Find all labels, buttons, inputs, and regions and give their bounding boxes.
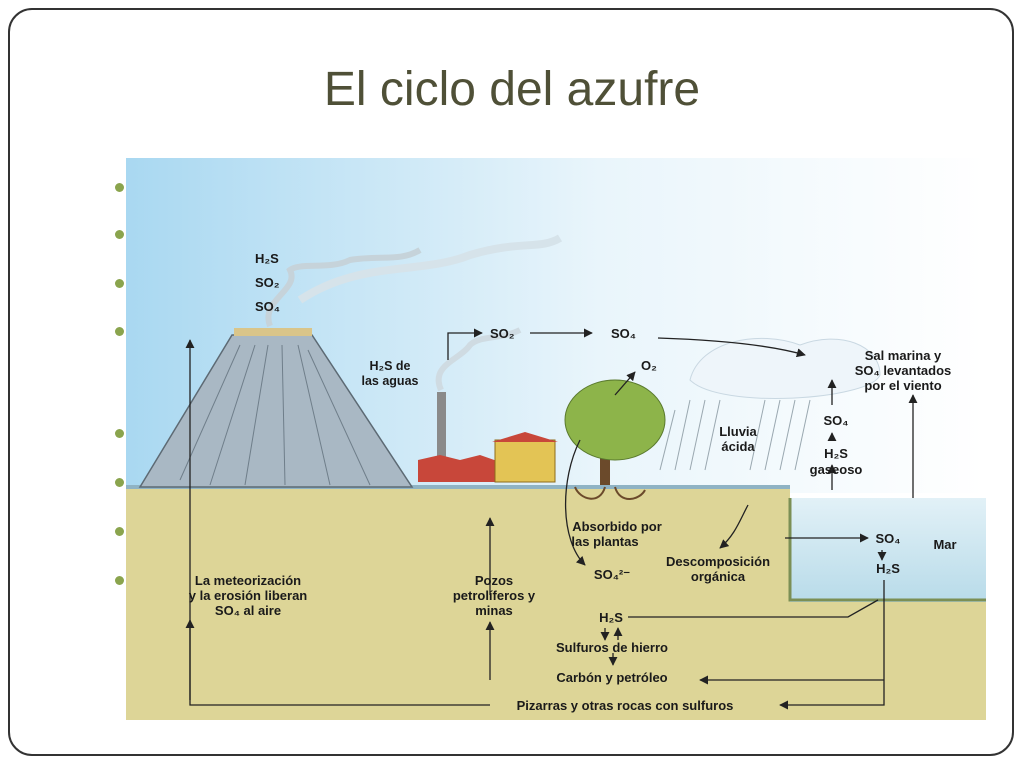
wells-label-line3: minas <box>475 603 513 618</box>
ground <box>126 487 986 720</box>
underground-h2s-label: H₂S <box>599 610 623 625</box>
air-o2-label: O₂ <box>641 358 657 373</box>
tree-roots <box>574 486 646 500</box>
plants-sulfate-ion-label: SO₄²⁻ <box>594 567 630 582</box>
sea-so4-label: SO₄ <box>876 531 901 546</box>
acid-rain-label-line2: ácida <box>721 439 755 454</box>
weathering-label-line3: SO₄ al aire <box>215 603 281 618</box>
plants-label-line1: Absorbido por <box>572 519 662 534</box>
air-so2-label: SO₂ <box>490 326 515 341</box>
bullet-dot <box>115 429 124 438</box>
bullet-dot <box>115 230 124 239</box>
factory-building <box>494 439 556 483</box>
decomposition-label-line2: orgánica <box>691 569 746 584</box>
bullet-dot <box>115 183 124 192</box>
bullet-dot <box>115 478 124 487</box>
tree-trunk <box>600 440 610 485</box>
weathering-label-line2: y la erosión liberan <box>189 588 308 603</box>
volcano-so2-label: SO₂ <box>255 275 280 290</box>
sea-gas-h2s-label: H₂S <box>824 446 848 461</box>
volcano-ridges <box>179 344 371 486</box>
coal-oil-label: Carbón y petróleo <box>556 670 667 685</box>
sea-h2s-label: H₂S <box>876 561 900 576</box>
cycle-arrows <box>185 328 918 710</box>
factory-roof <box>492 432 558 442</box>
volcano-smoke <box>265 247 422 328</box>
factory-smoke <box>435 327 522 392</box>
iron-sulfides-label: Sulfuros de hierro <box>556 640 668 655</box>
bullet-dot <box>115 576 124 585</box>
slide-title: El ciclo del azufre <box>323 63 701 116</box>
bullet-dot <box>115 527 124 536</box>
volcano-crater <box>234 328 312 336</box>
weathering-label-line1: La meteorización <box>195 573 301 588</box>
plants-label-line2: las plantas <box>571 534 638 549</box>
acid-rain-label-line1: Lluvia <box>719 424 757 439</box>
factory-chimney <box>437 392 446 482</box>
factory-label-line1: H₂S de <box>370 359 411 373</box>
factory-label-line2: las aguas <box>362 374 419 388</box>
bullet-dot <box>115 279 124 288</box>
air-so4-label: SO₄ <box>611 326 636 341</box>
sea-gas-so4-label: SO₄ <box>824 413 849 428</box>
sea <box>790 498 986 602</box>
sulfide-rocks-label: Pizarras y otras rocas con sulfuros <box>517 698 734 713</box>
wind-label-line3: por el viento <box>864 378 941 393</box>
wind-label-line1: Sal marina y <box>865 348 942 363</box>
sea-gas-gaseoso-label: gaseoso <box>810 462 863 477</box>
volcano-h2s-label: H₂S <box>255 251 279 266</box>
bullet-dot <box>115 327 124 336</box>
volcano-so4-label: SO₄ <box>255 299 280 314</box>
high-cloud-wisp <box>297 234 563 304</box>
factory-roofs <box>418 455 500 482</box>
rain-cloud <box>689 337 881 399</box>
tree-canopy <box>564 379 666 461</box>
sea-bed <box>788 498 986 602</box>
wells-label-line1: Pozos <box>475 573 513 588</box>
decomposition-label-line1: Descomposición <box>666 554 770 569</box>
wind-label-line2: SO₄ levantados <box>855 363 952 378</box>
wells-label-line2: petrolíferos y <box>453 588 536 603</box>
sea-mar-label: Mar <box>933 537 956 552</box>
acid-rain-streaks <box>659 399 811 471</box>
